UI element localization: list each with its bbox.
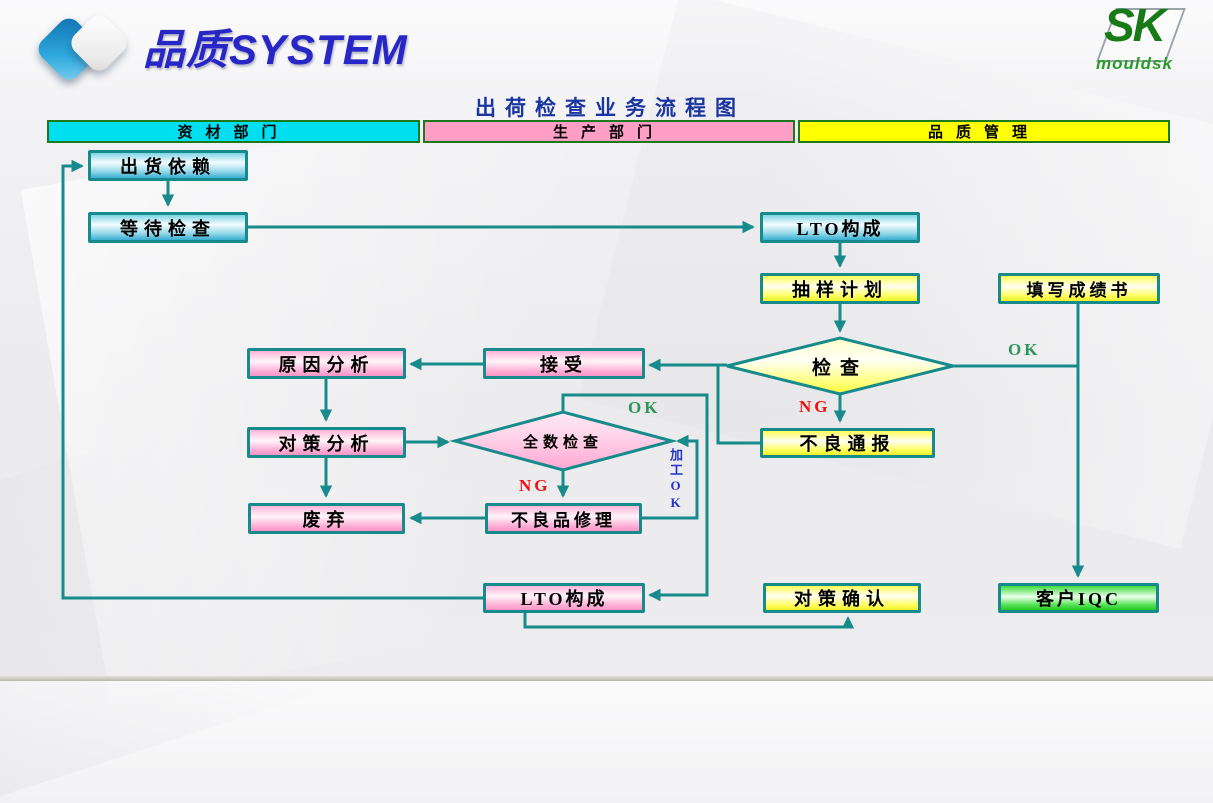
brand-title: 品质SYSTEM <box>143 26 408 73</box>
node-customer-iqc: 客户IQC <box>998 583 1159 613</box>
lane-header-quality-mgmt: 品质管理 <box>798 120 1170 143</box>
lane-header-production-dept: 生产部门 <box>423 120 795 143</box>
node-defect-repair: 不良品修理 <box>485 503 642 534</box>
label-full-inspection-ok: OK <box>628 398 661 417</box>
sk-logo-subtext: mouldsk <box>1096 54 1173 73</box>
node-countermeasure-confirm: 对策确认 <box>763 583 921 613</box>
node-wait-inspection: 等待检查 <box>88 212 248 243</box>
flowchart-title: 出荷检查业务流程图 <box>475 96 745 120</box>
label-inspection-ng: NG <box>799 397 831 416</box>
node-countermeasure-analysis: 对策分析 <box>247 427 406 458</box>
node-sampling-plan: 抽样计划 <box>760 273 920 304</box>
node-full-inspection-label: 全数检查 <box>522 435 603 451</box>
node-inspection-label: 检查 <box>811 358 868 379</box>
node-ship-request: 出货依赖 <box>88 150 248 181</box>
sk-logo-text: SK <box>1104 0 1166 51</box>
label-inspection-ok: OK <box>1008 340 1041 359</box>
label-rework-ok: 加工OK <box>668 448 683 512</box>
node-accept: 接受 <box>483 348 645 379</box>
node-lto-form-top: LTO构成 <box>760 212 920 243</box>
node-defect-report: 不良通报 <box>760 428 935 458</box>
node-fill-report: 填写成绩书 <box>998 273 1160 304</box>
label-full-inspection-ng: NG <box>519 476 551 495</box>
sk-mouldsk-logo: SK mouldsk <box>1090 0 1190 88</box>
node-scrap: 废弃 <box>248 503 405 534</box>
node-cause-analysis: 原因分析 <box>247 348 406 379</box>
slide-bottom-edge <box>0 676 1213 681</box>
node-lto-form-bottom: LTO构成 <box>483 583 645 613</box>
lane-header-materials-dept: 资材部门 <box>47 120 420 143</box>
